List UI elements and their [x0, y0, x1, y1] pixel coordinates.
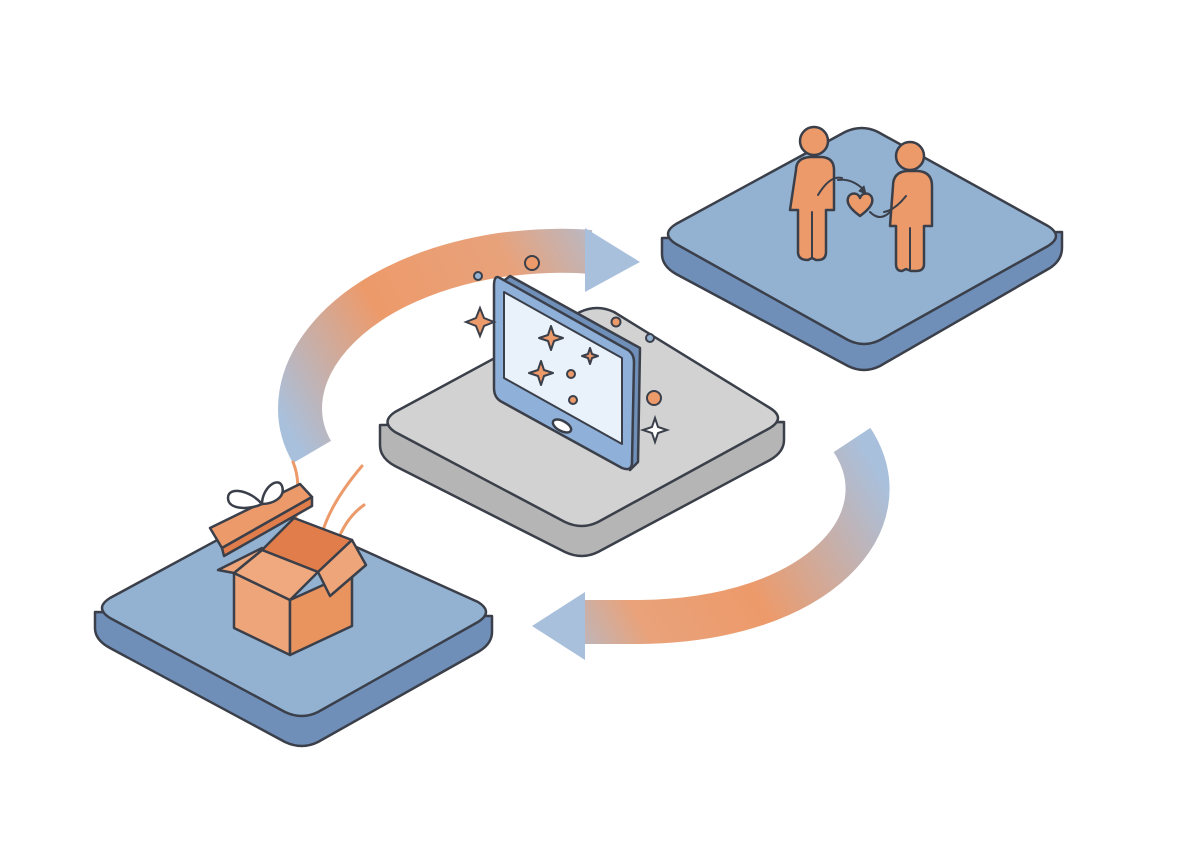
platform-people	[660, 126, 1064, 372]
floating-particles	[463, 255, 671, 446]
curved-arrow-icon	[578, 427, 890, 644]
particle-icon	[645, 333, 655, 343]
particle-icon	[646, 390, 662, 406]
particle-icon	[524, 255, 540, 271]
sparkle-icon	[463, 305, 497, 339]
person-left-icon	[788, 125, 843, 262]
particle-icon	[473, 271, 483, 281]
arrow-head-icon	[585, 228, 640, 292]
heart-icon	[846, 192, 874, 218]
particle-icon	[610, 316, 622, 328]
sparkle-icon	[639, 414, 671, 446]
people-sharing-heart-icon	[788, 125, 934, 273]
tablet-sparkles-icon	[492, 274, 642, 472]
arrow-people-to-gift	[532, 427, 890, 660]
open-gift-box-icon	[208, 460, 368, 657]
person-right-icon	[883, 140, 934, 273]
arrow-gift-to-people	[278, 228, 640, 464]
curved-arrow-icon	[278, 228, 593, 464]
arrow-head-icon	[532, 592, 585, 660]
